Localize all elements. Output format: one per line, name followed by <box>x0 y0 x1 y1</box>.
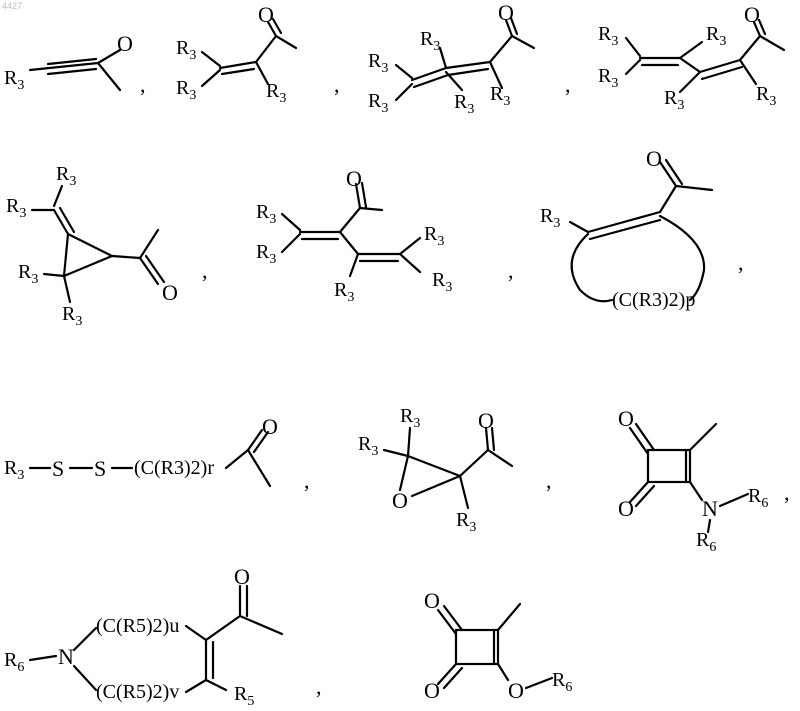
svg-text:O: O <box>508 678 524 703</box>
svg-text:R3: R3 <box>334 279 354 305</box>
svg-text:S: S <box>94 456 106 481</box>
svg-text:,: , <box>304 468 310 493</box>
svg-text:O: O <box>162 280 178 305</box>
cr5-2u-label: (C(R5)2)u <box>96 615 179 637</box>
svg-text:,: , <box>508 258 514 283</box>
svg-text:R6: R6 <box>696 529 716 555</box>
svg-text:R3: R3 <box>368 50 388 76</box>
svg-text:O: O <box>234 564 250 589</box>
svg-text:R3: R3 <box>4 457 24 483</box>
svg-text:R3: R3 <box>176 77 196 103</box>
structure-epoxy-ketone: R3 R3 O R3 O , <box>358 405 552 535</box>
svg-text:,: , <box>784 480 790 505</box>
svg-text:,: , <box>334 72 340 97</box>
structure-squarate-ester: O O O R6 <box>424 588 572 703</box>
svg-text:R3: R3 <box>358 433 378 459</box>
svg-text:R3: R3 <box>454 91 474 117</box>
svg-text:O: O <box>258 2 274 27</box>
svg-text:R3: R3 <box>62 303 82 329</box>
structure-ynone: R3 O , <box>4 31 146 97</box>
page-id: 4427 <box>2 1 22 11</box>
svg-text:S: S <box>52 456 64 481</box>
svg-text:O: O <box>392 488 408 513</box>
svg-text:R3: R3 <box>432 269 452 295</box>
svg-text:R3: R3 <box>368 90 388 116</box>
separator: , <box>140 72 146 97</box>
svg-text:R3: R3 <box>266 80 286 106</box>
svg-text:R3: R3 <box>598 23 618 49</box>
svg-text:R3: R3 <box>6 195 26 221</box>
svg-text:R3: R3 <box>420 28 440 54</box>
svg-text:,: , <box>202 258 208 283</box>
svg-text:O: O <box>618 496 634 521</box>
svg-text:R3: R3 <box>756 83 776 109</box>
structure-dienone: R3 R3 R3 R3 R3 O , <box>368 0 571 117</box>
svg-text:R3: R3 <box>706 23 726 49</box>
cr3-2p-label: (C(R3)2)p <box>612 289 695 311</box>
svg-text:O: O <box>646 146 662 171</box>
svg-text:R3: R3 <box>18 261 38 287</box>
svg-text:R3: R3 <box>456 509 476 535</box>
svg-text:R6: R6 <box>748 485 768 511</box>
structure-cross-conjugated-dienone: R3 R3 O R3 R3 R3 , <box>256 166 514 305</box>
svg-text:R3: R3 <box>540 205 560 231</box>
svg-text:O: O <box>424 678 440 703</box>
cr5-2v-label: (C(R5)2)v <box>96 681 179 703</box>
svg-text:,: , <box>565 72 571 97</box>
svg-text:O: O <box>498 0 514 25</box>
structure-dienone-conjugated: R3 R3 R3 R3 R3 O <box>598 2 784 113</box>
svg-text:,: , <box>738 250 744 275</box>
svg-text:R3: R3 <box>56 163 76 189</box>
svg-text:N: N <box>702 496 718 521</box>
svg-text:,: , <box>546 468 552 493</box>
svg-text:O: O <box>618 406 634 431</box>
structure-cyclic-enone: R3 O (C(R3)2)p , <box>540 146 744 311</box>
svg-text:O: O <box>346 166 362 191</box>
structure-squaramide: O O N R6 R6 , <box>618 406 790 555</box>
svg-text:N: N <box>58 644 74 669</box>
svg-text:R3: R3 <box>490 83 510 109</box>
oxygen-label: O <box>117 31 133 56</box>
svg-text:,: , <box>316 674 322 699</box>
svg-text:R5: R5 <box>234 683 254 709</box>
svg-text:O: O <box>478 408 494 433</box>
svg-text:O: O <box>262 414 278 439</box>
svg-text:R3: R3 <box>598 65 618 91</box>
structure-methylenecyclopropyl-ketone: R3 R3 R3 R3 O , <box>6 163 208 329</box>
svg-text:R3: R3 <box>424 223 444 249</box>
svg-text:R3: R3 <box>256 201 276 227</box>
svg-text:R6: R6 <box>4 649 24 675</box>
structure-disulfide: R3 S S (C(R3)2)r O , <box>4 414 310 493</box>
svg-text:R3: R3 <box>256 241 276 267</box>
svg-text:O: O <box>744 2 760 27</box>
structure-enone: R3 R3 R3 O , <box>176 2 340 106</box>
svg-text:R6: R6 <box>552 669 572 695</box>
svg-text:R3: R3 <box>176 37 196 63</box>
structure-azacycle-enone: R6 N (C(R5)2)u (C(R5)2)v R5 O , <box>4 564 322 709</box>
cr3-2r-label: (C(R3)2)r <box>134 457 214 479</box>
r3-label: R3 <box>4 67 24 93</box>
